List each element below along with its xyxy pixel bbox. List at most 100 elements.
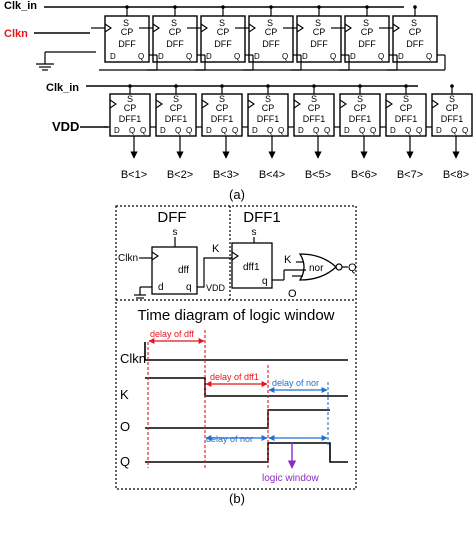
dff1-name-label: dff1 — [243, 262, 260, 273]
clk-in-mid-label: Clk_in — [46, 82, 79, 94]
o-wave — [145, 409, 330, 429]
dff-clock-label: CP — [361, 27, 374, 37]
dff-name: DFF — [358, 39, 376, 49]
dff-clock-label: CP — [409, 27, 422, 37]
output-label-2: B<2> — [167, 169, 193, 181]
dff1-q-label: Q — [359, 126, 365, 135]
dff-d-label: D — [110, 52, 116, 61]
dff-set-label: S — [411, 18, 417, 28]
timing-waves — [144, 342, 348, 463]
dff-q-label: Q — [426, 52, 432, 61]
dff-q-label: q — [186, 282, 192, 293]
dff1-name: DFF1 — [303, 114, 326, 124]
dff1-q-label: q — [262, 276, 268, 287]
dff-clock-label: CP — [265, 27, 278, 37]
dff1-set-label: S — [173, 94, 179, 104]
delay-texts: delay of dff delay of dff1 delay of nor … — [150, 329, 319, 484]
dff-q-label: Q — [330, 52, 336, 61]
q-wave — [145, 442, 348, 463]
output-label-7: B<7> — [397, 169, 423, 181]
dff1-set-label: S — [127, 94, 133, 104]
output-label-6: B<6> — [351, 169, 377, 181]
dff1-panel-title: DFF1 — [243, 209, 281, 226]
dff1-d-label: D — [344, 126, 350, 135]
dff-clkn-input: Clkn — [118, 253, 138, 264]
delay-dff-text: delay of dff — [150, 329, 194, 339]
dff-set-label: S — [267, 18, 273, 28]
dff1-q-label: Q — [405, 126, 411, 135]
delay-arrows — [148, 338, 328, 469]
dff-panel-title: DFF — [157, 209, 186, 226]
dff-d-label: d — [158, 282, 164, 293]
dff1-q-label: Q — [129, 126, 135, 135]
dff-name: DFF — [262, 39, 280, 49]
dff-name: DFF — [310, 39, 328, 49]
clkn-wave — [144, 342, 348, 361]
dff-q-label: Q — [138, 52, 144, 61]
dff1-q-label: Q — [451, 126, 457, 135]
caption-a: (a) — [229, 187, 245, 202]
dff1-q-label: Q — [232, 126, 238, 135]
dff-clock-label: CP — [217, 27, 230, 37]
dff1-name: DFF1 — [119, 114, 142, 124]
dff1-name: DFF1 — [211, 114, 234, 124]
timing-label-clkn: Clkn — [120, 351, 146, 366]
dff-name: DFF — [406, 39, 424, 49]
dff1-d-label: D — [390, 126, 396, 135]
dff1-d-label: D — [114, 126, 120, 135]
dff1-d-label: D — [206, 126, 212, 135]
nor-gate: nor Q — [292, 253, 357, 281]
dff1-q-label: Q — [267, 126, 273, 135]
dff1-d-label: D — [298, 126, 304, 135]
dff1-q-label: Q — [416, 126, 422, 135]
dff1-clock-label: CP — [446, 103, 459, 113]
dff1-q-label: Q — [175, 126, 181, 135]
ground-symbol — [36, 51, 96, 71]
dff1-q-label: Q — [462, 126, 468, 135]
dff1-set-label: S — [311, 94, 317, 104]
dff-name: DFF — [118, 39, 136, 49]
dff1-q-label: Q — [370, 126, 376, 135]
dff-set-label: S — [315, 18, 321, 28]
dff-d-label: D — [302, 52, 308, 61]
delay-dff1-text: delay of dff1 — [210, 372, 259, 382]
output-row: B<1>B<2>B<3>B<4>B<5>B<6>B<7>B<8> — [121, 136, 469, 181]
dff1-d-label: D — [252, 126, 258, 135]
timing-title: Time diagram of logic window — [137, 307, 334, 324]
dff-set-label: S — [363, 18, 369, 28]
dff1-clock-label: CP — [216, 103, 229, 113]
dff1-clock-label: CP — [262, 103, 275, 113]
k-wire-label: K — [212, 243, 220, 255]
dff-set-label: s — [173, 227, 178, 238]
dff-set-label: S — [123, 18, 129, 28]
output-label-5: B<5> — [305, 169, 331, 181]
dff1-q-label: Q — [313, 126, 319, 135]
dff-d-label: D — [206, 52, 212, 61]
output-label-3: B<3> — [213, 169, 239, 181]
dff1-set-label: S — [403, 94, 409, 104]
clk-in-top-label: Clk_in — [4, 0, 37, 12]
dff1-clock-label: CP — [400, 103, 413, 113]
timing-label-q: Q — [120, 454, 130, 469]
dff1-d-label: D — [160, 126, 166, 135]
dff1-name: DFF1 — [349, 114, 372, 124]
dff1-clock-label: CP — [308, 103, 321, 113]
dff1-clock-label: CP — [124, 103, 137, 113]
dff1-q-label: Q — [324, 126, 330, 135]
dff1-name: DFF1 — [441, 114, 464, 124]
clkn-label: Clkn — [4, 28, 28, 40]
k-label-2: K — [284, 254, 292, 266]
timing-label-o: O — [120, 419, 130, 434]
dff1-q-label: Q — [221, 126, 227, 135]
dff1-q-label: Q — [186, 126, 192, 135]
